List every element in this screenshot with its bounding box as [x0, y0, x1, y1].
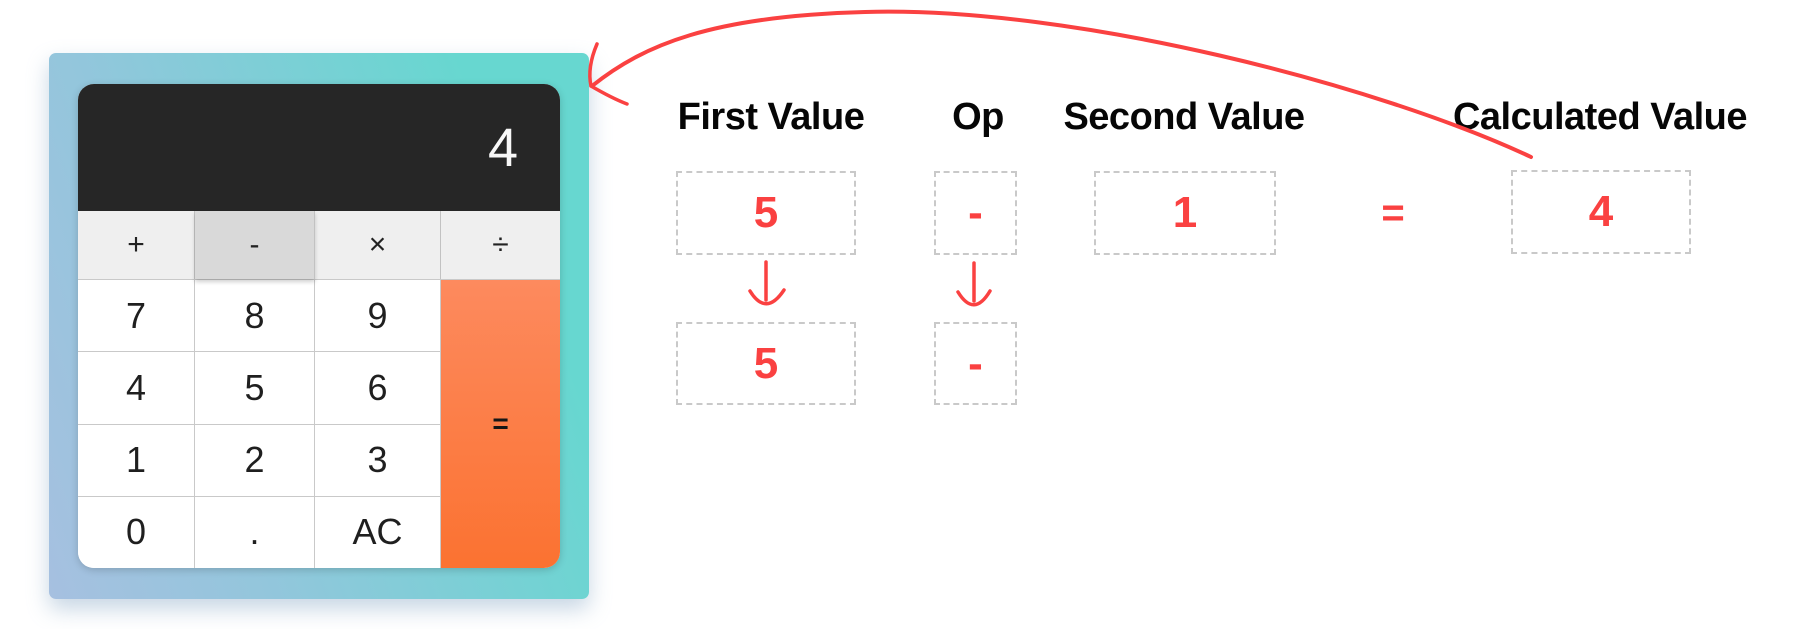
header-op: Op	[952, 96, 1004, 138]
first-value-result-text: 5	[753, 338, 779, 388]
first-value-box-result: 5	[676, 322, 856, 405]
key-1[interactable]: 1	[78, 423, 195, 496]
op-box: -	[934, 171, 1017, 255]
second-value-box: 1	[1094, 171, 1276, 255]
key-4[interactable]: 4	[78, 351, 195, 424]
key-subtract[interactable]: -	[195, 211, 315, 279]
op-text: -	[968, 188, 983, 237]
calculator-keypad: 7 8 9 4 5 6 1 2 3 0 . AC =	[78, 279, 560, 568]
key-multiply[interactable]: ×	[315, 211, 441, 279]
key-add[interactable]: +	[78, 211, 195, 279]
op-box-result: -	[934, 322, 1017, 405]
op-result-text: -	[968, 338, 983, 388]
key-decimal[interactable]: .	[195, 495, 315, 568]
calculator-display-value: 4	[487, 117, 518, 178]
header-first-value: First Value	[677, 96, 865, 138]
key-3[interactable]: 3	[315, 423, 441, 496]
key-7[interactable]: 7	[78, 279, 195, 352]
calculator-display: 4	[78, 84, 560, 211]
down-arrow-op	[956, 261, 992, 307]
key-0[interactable]: 0	[78, 495, 195, 568]
key-clear[interactable]: AC	[315, 495, 441, 568]
calculator-digit-grid: 7 8 9 4 5 6 1 2 3 0 . AC	[78, 279, 441, 568]
key-9[interactable]: 9	[315, 279, 441, 352]
calculated-value-box: 4	[1511, 170, 1691, 254]
down-arrow-first-value	[748, 260, 786, 306]
calculated-value-text: 4	[1588, 187, 1614, 236]
second-value-text: 1	[1172, 188, 1198, 237]
calculator-card: 4 + - × ÷ 7 8 9 4 5 6 1 2 3 0	[78, 84, 560, 568]
key-6[interactable]: 6	[315, 351, 441, 424]
key-8[interactable]: 8	[195, 279, 315, 352]
key-equals[interactable]: =	[441, 279, 560, 568]
first-value-box: 5	[676, 171, 856, 255]
equals-symbol: =	[1381, 190, 1405, 235]
calculator-operator-row: + - × ÷	[78, 211, 560, 279]
key-divide[interactable]: ÷	[441, 211, 560, 279]
calculator-panel: 4 + - × ÷ 7 8 9 4 5 6 1 2 3 0	[49, 53, 589, 599]
first-value-text: 5	[753, 188, 779, 237]
header-second-value: Second Value	[1063, 96, 1305, 138]
key-5[interactable]: 5	[195, 351, 315, 424]
key-2[interactable]: 2	[195, 423, 315, 496]
header-calculated-value: Calculated Value	[1452, 96, 1748, 138]
